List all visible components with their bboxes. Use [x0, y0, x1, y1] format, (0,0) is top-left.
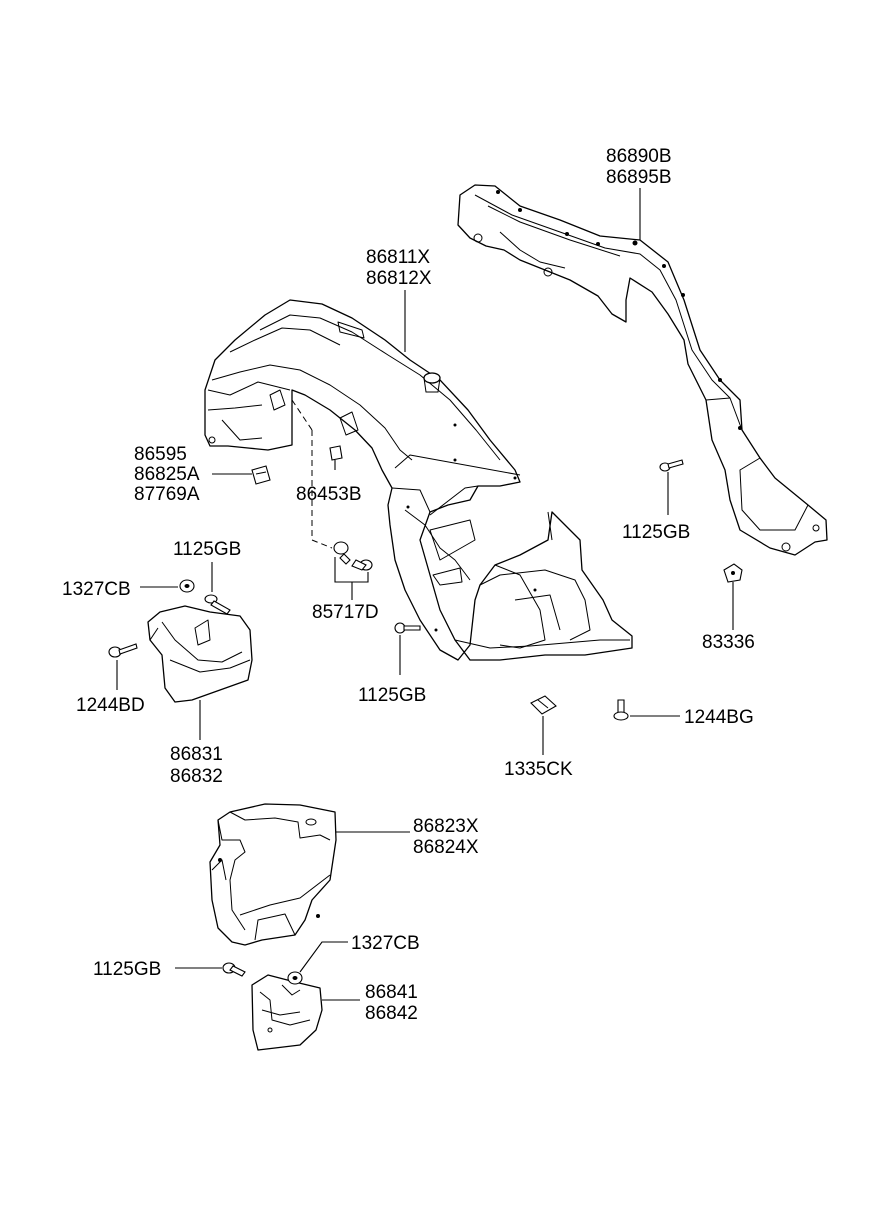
- label-1244BD[interactable]: 1244BD: [76, 695, 145, 716]
- label-1335CK[interactable]: 1335CK: [504, 759, 573, 780]
- clip-86453B[interactable]: [329, 445, 343, 461]
- label-1327CB-b[interactable]: 1327CB: [351, 933, 420, 954]
- label-1125GB-c[interactable]: 1125GB: [622, 522, 690, 543]
- label-1244BG[interactable]: 1244BG: [684, 707, 754, 728]
- label-1125GB-a[interactable]: 1125GB: [173, 539, 241, 560]
- label-86832[interactable]: 86832: [170, 766, 223, 787]
- label-1327CB-a[interactable]: 1327CB: [62, 579, 131, 600]
- label-1125GB-b[interactable]: 1125GB: [358, 685, 426, 706]
- clip-nut-1335CK[interactable]: [530, 695, 557, 715]
- push-rivet[interactable]: [333, 541, 373, 571]
- label-86823X[interactable]: 86823X: [413, 816, 479, 837]
- bolt-1125GB-c[interactable]: [659, 459, 684, 472]
- label-85717D[interactable]: 85717D: [312, 602, 379, 623]
- screw-1244BD[interactable]: [108, 643, 138, 658]
- label-86812X[interactable]: 86812X: [366, 268, 432, 289]
- label-83336[interactable]: 83336: [702, 632, 755, 653]
- clip-83336[interactable]: [723, 563, 743, 583]
- label-1125GB-d[interactable]: 1125GB: [93, 959, 161, 980]
- leader-lines: [116, 188, 734, 1001]
- screw-1244BG[interactable]: [613, 699, 629, 721]
- label-86841[interactable]: 86841: [365, 982, 418, 1003]
- nut-1327CB[interactable]: [179, 579, 195, 593]
- label-86842[interactable]: 86842: [365, 1003, 418, 1024]
- mud-guard-front[interactable]: [147, 605, 253, 703]
- label-86895B[interactable]: 86895B: [606, 167, 672, 188]
- fender-apron-bracket[interactable]: [457, 184, 828, 556]
- retainer-clip[interactable]: [251, 465, 271, 485]
- bolt-1125GB-a[interactable]: [204, 594, 231, 615]
- bolt-1125GB-b[interactable]: [394, 622, 421, 634]
- bolt-1125GB-d[interactable]: [222, 962, 246, 977]
- label-86811X[interactable]: 86811X: [366, 247, 430, 268]
- rear-mud-flap[interactable]: [251, 974, 323, 1051]
- rear-inner-liner[interactable]: [209, 803, 337, 946]
- inner-fender-liner[interactable]: [204, 299, 633, 661]
- label-86595[interactable]: 86595: [134, 444, 187, 465]
- nut-1327CB-b[interactable]: [287, 971, 303, 985]
- label-86831[interactable]: 86831: [170, 744, 223, 765]
- label-86824X[interactable]: 86824X: [413, 837, 479, 858]
- label-87769A[interactable]: 87769A: [134, 484, 200, 505]
- label-86890B[interactable]: 86890B: [606, 146, 672, 167]
- part-labels: 86890B 86895B 86811X 86812X 86595 86825A…: [62, 146, 755, 1024]
- label-86453B[interactable]: 86453B: [296, 484, 362, 505]
- label-86825A[interactable]: 86825A: [134, 464, 200, 485]
